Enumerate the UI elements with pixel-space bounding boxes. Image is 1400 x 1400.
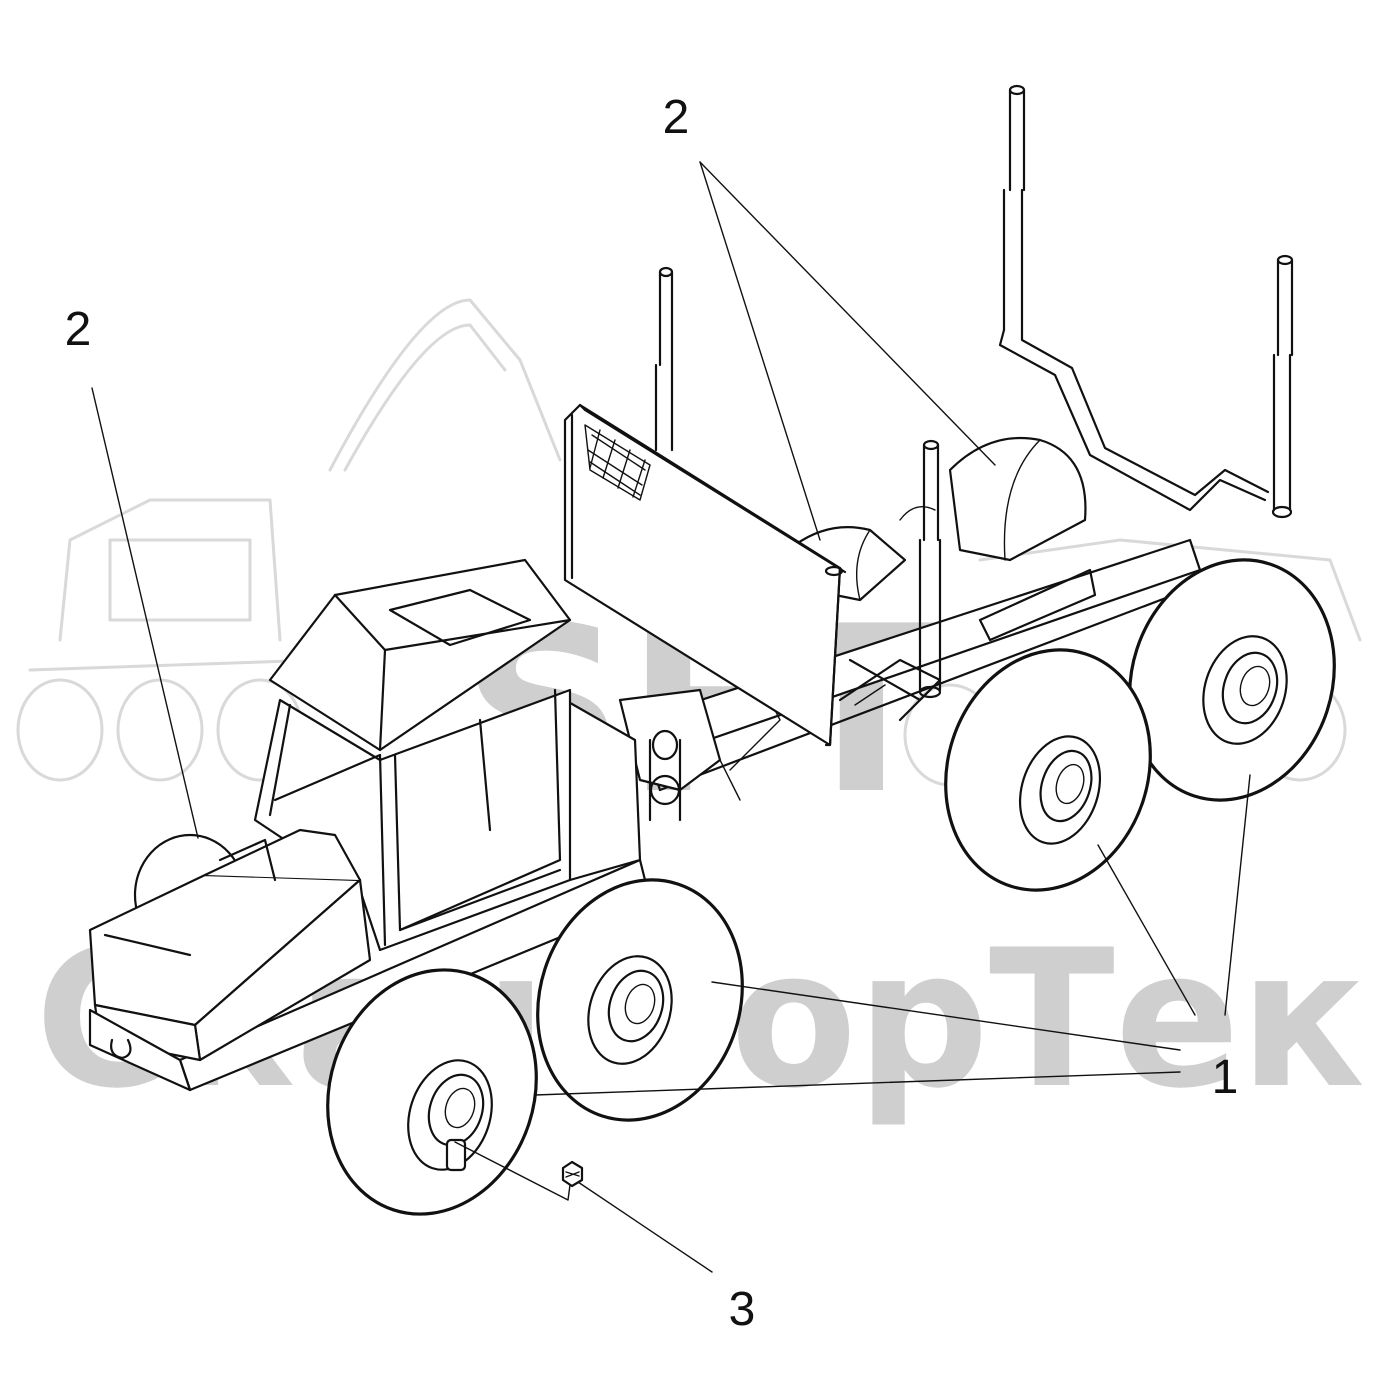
leader-1-upper-a: [1097, 844, 1196, 1016]
hub-plug: [445, 1138, 467, 1172]
label-1-lower: 1: [1212, 1051, 1239, 1104]
stake-front: [918, 439, 942, 699]
leader-1-upper-b: [1224, 774, 1251, 1016]
stake-middle-back: [654, 266, 674, 452]
engine-hood: [88, 828, 372, 1092]
label-2-left: 2: [65, 303, 92, 356]
rear-stakes: [654, 84, 1294, 699]
leader-2-left: [91, 387, 199, 839]
front-wheel-far: [536, 878, 744, 1122]
rear-wheels: [944, 558, 1336, 892]
leader-1-lower-b: [534, 1071, 1181, 1096]
rear-wheel-far: [1128, 558, 1336, 802]
load-gate: [563, 403, 847, 747]
stake-far-right: [998, 84, 1270, 512]
articulation-joint: [618, 688, 722, 822]
rear-wheel-near: [944, 648, 1152, 892]
leader-2-top-a: [699, 161, 821, 541]
front-wheel-near: [326, 968, 538, 1216]
label-3: 3: [729, 1283, 756, 1336]
stake-right: [1271, 254, 1294, 519]
bunk-cylinders: [793, 436, 1087, 602]
leader-3: [577, 1181, 713, 1273]
gate-mesh: [584, 424, 651, 501]
leader-1-lower-a: [711, 981, 1181, 1051]
cab: [253, 558, 642, 952]
label-2-top: 2: [663, 91, 690, 144]
front-wheels: [326, 878, 744, 1216]
nut-icon: [561, 1160, 584, 1188]
leader-lines: [91, 161, 1251, 1273]
callout-labels: 2 2 1 1 3: [65, 91, 1239, 1336]
leader-3-plug: [454, 1141, 571, 1201]
leader-2-top-b: [699, 161, 996, 466]
tow-hook-icon: [110, 1038, 132, 1060]
